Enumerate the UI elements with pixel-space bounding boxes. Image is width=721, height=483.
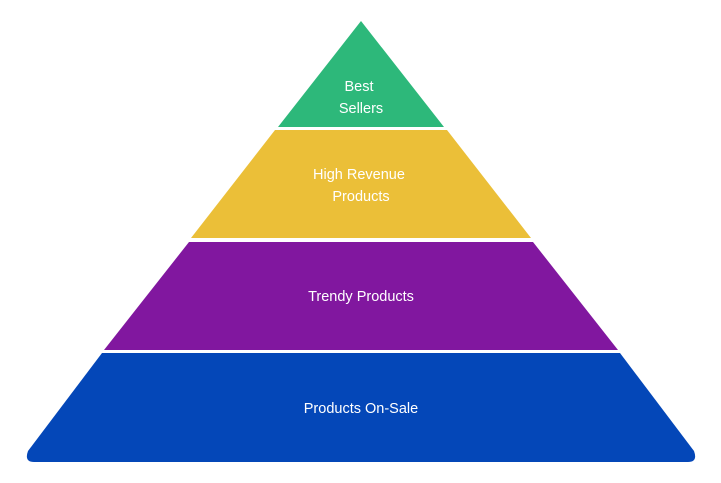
- tier-best-sellers: Best Sellers: [278, 21, 444, 127]
- tier-4-label: Products On-Sale: [304, 401, 418, 417]
- tier-trendy-products: Trendy Products: [104, 242, 618, 350]
- tier-products-on-sale: Products On-Sale: [26, 353, 696, 462]
- tier-4-shape: [26, 353, 696, 462]
- tier-2-label: High Revenue Products: [313, 167, 409, 205]
- tier-high-revenue-products: High Revenue Products: [191, 130, 531, 238]
- tier-3-shape: [104, 242, 618, 350]
- tier-1-shape: [278, 21, 444, 127]
- tier-3-label: Trendy Products: [308, 289, 414, 305]
- tier-2-shape: [191, 130, 531, 238]
- tier-1-label: Best Sellers: [339, 79, 383, 117]
